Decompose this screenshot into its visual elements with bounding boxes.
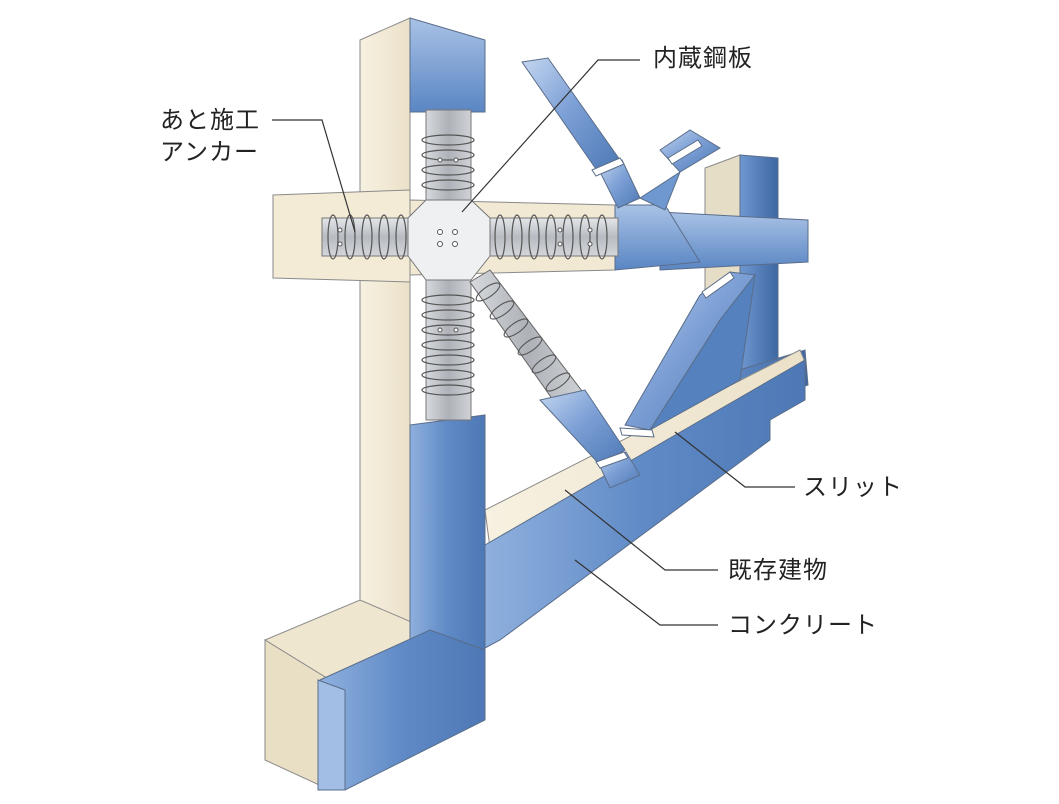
vertical-spiral xyxy=(421,134,475,396)
slits xyxy=(591,139,735,469)
label-embedded-steel-plate: 内蔵鋼板 xyxy=(653,44,753,72)
brace-upper-a xyxy=(521,57,621,173)
leader-post-installed-anchor xyxy=(272,119,356,233)
labels: 内蔵鋼板 あと施工 アンカー スリット 既存建物 コンクリート xyxy=(160,44,903,639)
horizontal-spiral xyxy=(327,214,608,260)
bolt-holes xyxy=(337,157,593,333)
diagonal-braces xyxy=(521,57,756,489)
diagonal-anchor xyxy=(469,269,586,411)
label-post-installed-anchor-line2: アンカー xyxy=(160,138,259,166)
new-left-column xyxy=(317,17,486,791)
brace-lower-left xyxy=(539,389,626,466)
label-existing-building: 既存建物 xyxy=(728,556,828,584)
label-concrete: コンクリート xyxy=(728,611,878,639)
leader-existing-building xyxy=(564,489,718,571)
cross-plate xyxy=(407,199,491,281)
leader-lines xyxy=(272,59,795,626)
leader-concrete xyxy=(574,559,718,626)
embedded-steel-core xyxy=(321,109,619,421)
label-slit: スリット xyxy=(803,473,903,501)
leader-embedded-steel-plate xyxy=(461,59,640,213)
leader-slit xyxy=(674,431,795,488)
label-post-installed-anchor-line1: あと施工 xyxy=(160,106,260,134)
